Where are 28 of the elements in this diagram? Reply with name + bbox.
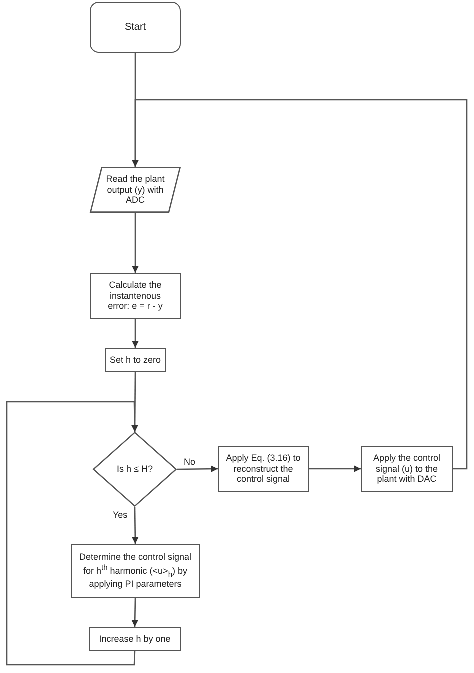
step-text: Set h to zero (110, 354, 162, 366)
start-terminal (90, 2, 181, 53)
step-text: Determine the control signal for h$^{th}$ harmonic (<u>$_{h}$) by applying PI parameters (78, 552, 193, 590)
decision-text: Is h ≤ H? (117, 464, 153, 475)
step-text: Apply the control signal (u) to the plant with DAC (372, 452, 442, 486)
step-text: Start (124, 22, 146, 34)
edge-label: Yes (112, 510, 129, 520)
arrow (309, 466, 361, 472)
input-parallelogram (90, 167, 181, 213)
step-text: Calculate the instantenous error: e = r - y (107, 280, 164, 312)
arrow (132, 213, 139, 273)
process-box (105, 348, 166, 372)
step-text: Increase h by one (99, 634, 171, 644)
arrow (132, 99, 468, 470)
arrow (132, 319, 139, 348)
process-box (89, 627, 181, 651)
step-text: Apply Eq. (3.16) to reconstruct the control signal (225, 452, 302, 486)
decision-diamond (93, 432, 177, 507)
process-box (90, 273, 181, 319)
step-text: Read the plant output (y) with ADC (106, 174, 165, 206)
arrow (132, 507, 139, 544)
arrow (132, 598, 139, 628)
edge-label: No (183, 457, 197, 467)
process-box (361, 446, 453, 492)
process-box (218, 446, 309, 492)
arrow (177, 466, 218, 473)
arrow (6, 401, 138, 666)
process-box (71, 544, 200, 598)
